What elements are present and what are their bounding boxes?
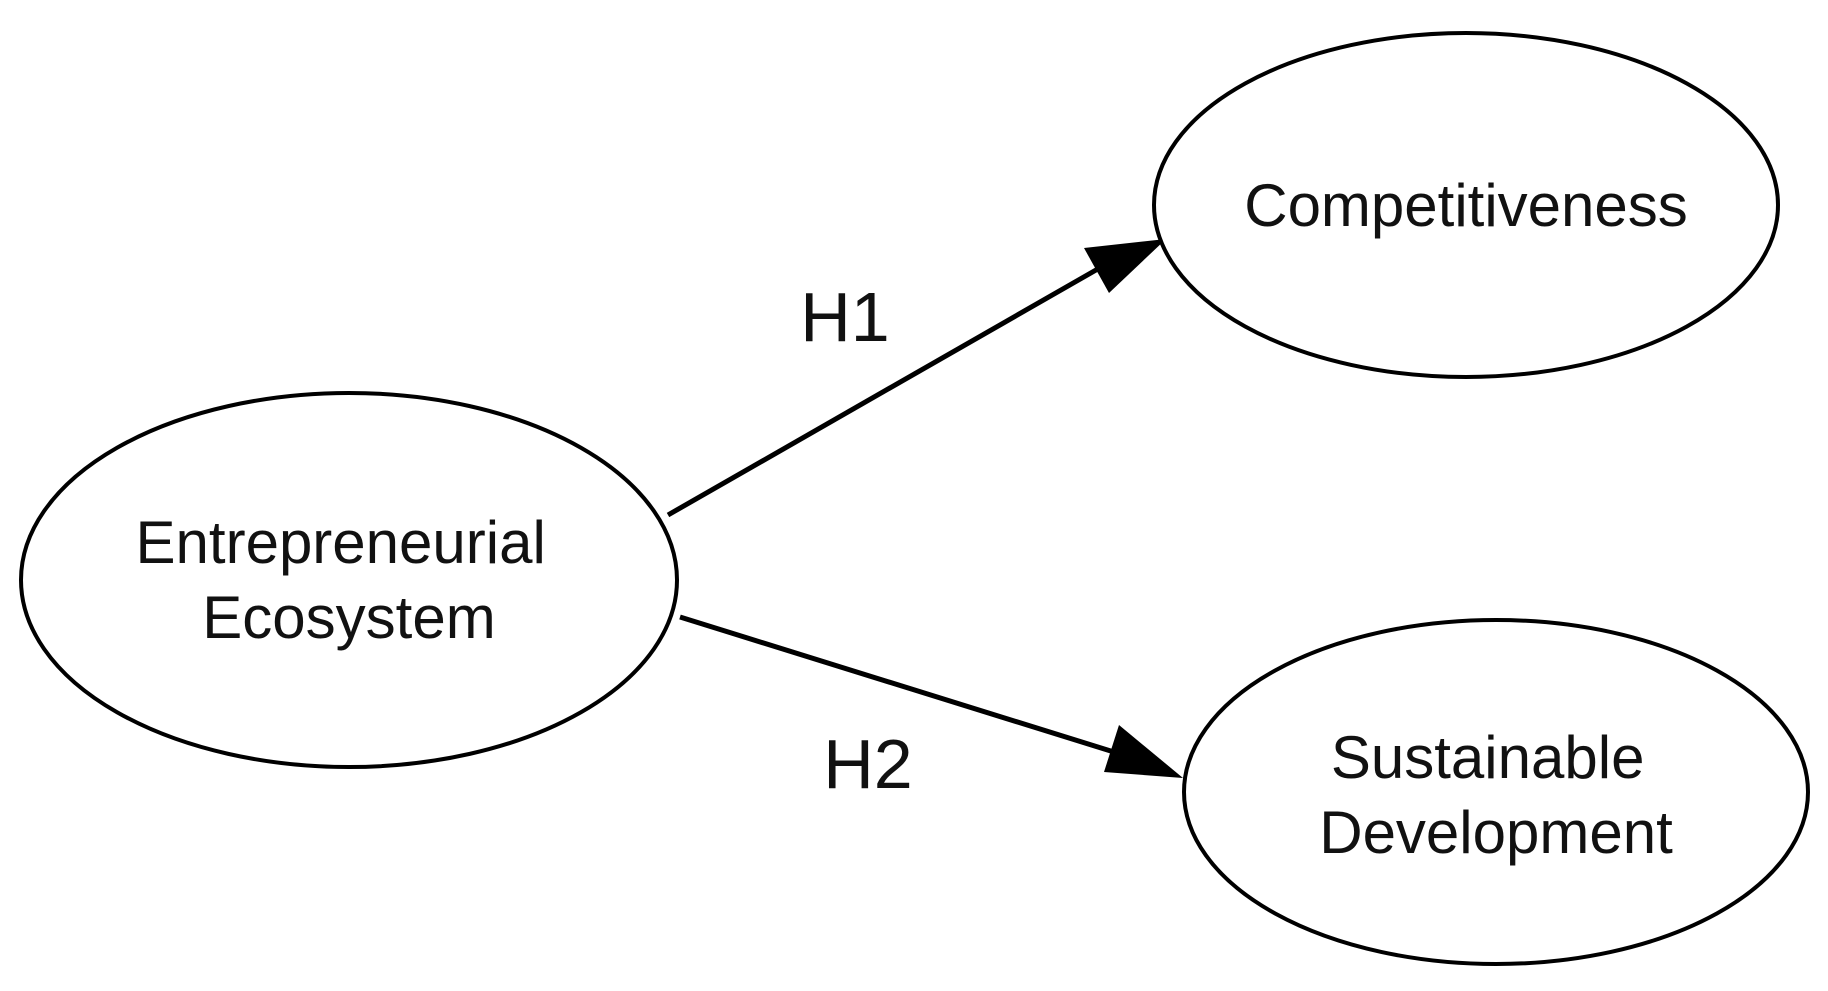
node-entrepreneurial-ecosystem-label: Entrepreneurial Ecosystem <box>136 509 563 651</box>
node-entrepreneurial-ecosystem-line-1: Entrepreneurial <box>136 509 546 576</box>
edge-h2-label: H2 <box>823 725 912 803</box>
edge-h1-label: H1 <box>800 278 889 356</box>
node-competitiveness: Competitiveness <box>1152 31 1780 379</box>
edge-h1-arrowhead <box>1084 239 1166 293</box>
node-entrepreneurial-ecosystem-ellipse <box>19 391 679 769</box>
node-entrepreneurial-ecosystem: Entrepreneurial Ecosystem <box>19 391 679 769</box>
node-competitiveness-ellipse <box>1152 31 1780 379</box>
edge-h1-line <box>666 259 1112 518</box>
node-sustainable-development-label: Sustainable Development <box>1319 724 1673 866</box>
edge-h1 <box>666 239 1166 518</box>
node-competitiveness-label: Competitiveness <box>1244 172 1688 239</box>
node-sustainable-development-ellipse <box>1182 618 1810 966</box>
node-sustainable-development: Sustainable Development <box>1182 618 1810 966</box>
node-sustainable-development-line-2: Development <box>1319 799 1673 866</box>
edge-h2-line <box>679 614 1131 760</box>
edge-h2-arrowhead <box>1104 725 1183 778</box>
edge-h2 <box>679 614 1183 778</box>
node-entrepreneurial-ecosystem-line-2: Ecosystem <box>202 584 495 651</box>
node-competitiveness-line-1: Competitiveness <box>1244 172 1688 239</box>
node-sustainable-development-line-1: Sustainable <box>1331 724 1645 791</box>
